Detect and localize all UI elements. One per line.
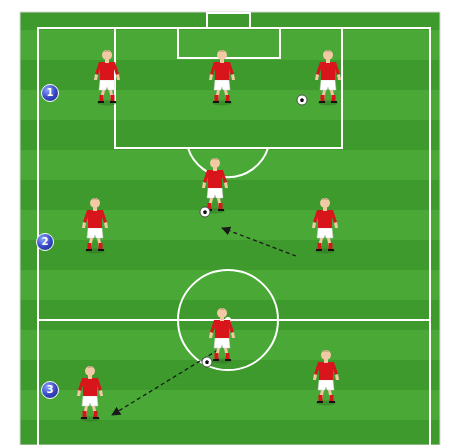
pitch-lines — [38, 13, 430, 445]
balls — [200, 95, 307, 367]
grass — [20, 12, 440, 445]
callout-number: 2 — [36, 233, 54, 251]
pass-arrows — [112, 228, 296, 415]
players — [77, 50, 341, 422]
callout-number: 3 — [41, 381, 59, 399]
callout-number: 1 — [41, 84, 59, 102]
